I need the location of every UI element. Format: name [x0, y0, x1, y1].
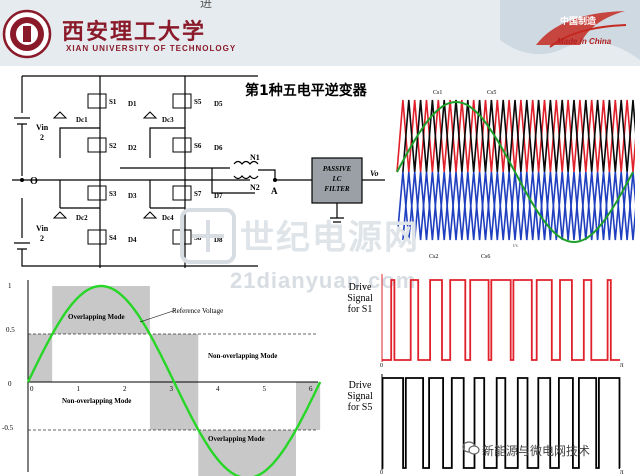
y-tick-1: 1: [8, 282, 12, 290]
x-tick-3: 3: [170, 385, 174, 393]
diode-label-d1: D1: [128, 100, 137, 108]
footer-account-name: 新能源与微电网技术: [482, 444, 591, 458]
carrier-reference-sine: [396, 100, 634, 244]
transformer-n1-label: N1: [250, 153, 260, 162]
switch-label-s2: S2: [109, 142, 117, 150]
non-overlapping-mode-right-label: Non-overlapping Mode: [208, 352, 277, 360]
node-o-label: O: [30, 176, 38, 187]
made-in-china-en: Made in China: [557, 37, 612, 46]
clamp-diode-label-dc1: Dc1: [76, 116, 88, 124]
drive-s1-x-start: 0: [380, 363, 383, 369]
watermark-logo: [180, 208, 236, 264]
ref-label-pointer: [139, 309, 177, 323]
drive-s5-waveform: [381, 377, 621, 469]
watermark-en: 21dianyuan.com: [230, 268, 417, 293]
node-a-label: A: [271, 186, 278, 196]
x-tick-5: 5: [263, 385, 267, 393]
non-overlapping-mode-left-label: Non-overlapping Mode: [62, 397, 131, 405]
transformer-n2-label: N2: [250, 183, 260, 192]
university-name-cn: 西安理工大学: [62, 19, 207, 45]
switch-label-s4: S4: [109, 234, 117, 242]
carrier-label-cs1: Cs1: [433, 90, 442, 96]
drive-s1-label-line2: Signal: [347, 293, 373, 304]
drive-s1-label: Drive Signal for S1: [338, 282, 382, 315]
vin-bottom-den: 2: [40, 234, 44, 243]
switch-label-s6: S6: [194, 142, 202, 150]
slide-header: 进 西安理工大学 XIAN UNIVERSITY OF TECHNOLOGY 中…: [0, 0, 640, 66]
overlap-region-bottom: [198, 430, 296, 476]
carrier-cs6-wave: [402, 171, 635, 241]
switch-label-s7: S7: [194, 190, 202, 198]
watermark-cn: 世纪电源网: [240, 218, 420, 258]
x-tick-1: 1: [77, 385, 81, 393]
diode-label-d7: D7: [214, 192, 223, 200]
filter-label-3: FILTER: [324, 185, 349, 193]
overlapping-mode-plot: Reference Voltage Overlapping Mode Overl…: [2, 280, 322, 476]
y-tick-0-5: 0.5: [6, 326, 15, 334]
wechat-icon: [462, 441, 480, 455]
drive-s5-label-line1: Drive: [348, 380, 372, 391]
drive-s1-x-end: π: [620, 361, 624, 369]
vin-bottom-label: Vin: [36, 224, 49, 233]
carrier-waveform-plot: Cs1 Cs5 Cs2 Cs6 t/s: [395, 82, 635, 262]
reference-sine-curve: [26, 284, 322, 476]
drive-s5-label: Drive Signal for S5: [338, 380, 382, 413]
diode-label-d3: D3: [128, 192, 137, 200]
carrier-label-cs6: Cs6: [481, 254, 490, 260]
drive-s1-label-line3: for S1: [347, 304, 373, 315]
clamp-diode-label-dc2: Dc2: [76, 214, 88, 222]
drive-s5-x-start: 0: [380, 470, 383, 476]
carrier-cs5-wave: [402, 99, 635, 173]
filter-label-1: PASSIVE: [323, 165, 352, 173]
diode-label-d2: D2: [128, 144, 137, 152]
drive-s1-waveform: [382, 279, 620, 361]
switch-label-s3: S3: [109, 190, 117, 198]
switch-label-s1: S1: [109, 98, 117, 106]
clamp-diode-label-dc4: Dc4: [162, 214, 174, 222]
y-tick-neg-0-5: -0.5: [2, 424, 14, 432]
drive-s5-label-line3: for S5: [347, 402, 373, 413]
drive-signal-plot: 0 π 0 π: [380, 274, 624, 476]
vin-top-den: 2: [40, 133, 44, 142]
carrier-label-cs5: Cs5: [487, 90, 496, 96]
diode-label-d5: D5: [214, 100, 223, 108]
carrier-x-axis-label: t/s: [513, 244, 518, 249]
x-tick-2: 2: [123, 385, 127, 393]
diode-label-d6: D6: [214, 144, 223, 152]
overlapping-mode-bottom-label: Overlapping Mode: [208, 435, 265, 443]
y-tick-0: 0: [8, 380, 12, 388]
drive-s5-label-line2: Signal: [347, 391, 373, 402]
x-tick-0: 0: [30, 385, 34, 393]
switch-label-s5: S5: [194, 98, 202, 106]
made-in-china-cn: 中国制造: [560, 17, 597, 27]
x-tick-6: 6: [309, 385, 313, 393]
university-name-en: XIAN UNIVERSITY OF TECHNOLOGY: [66, 44, 237, 53]
made-in-china-logo: [536, 11, 627, 48]
output-voltage-label: Vo: [370, 169, 378, 178]
diode-label-d4: D4: [128, 236, 137, 244]
drive-s1-label-line1: Drive: [348, 282, 372, 293]
drive-s5-x-end: π: [620, 468, 624, 476]
clamp-diode-label-dc3: Dc3: [162, 116, 174, 124]
filter-label-2: LC: [332, 175, 342, 183]
overlapping-mode-top-label: Overlapping Mode: [68, 313, 125, 321]
slide-title: 第1种五电平逆变器: [245, 83, 367, 99]
reference-voltage-label: Reference Voltage: [172, 307, 223, 315]
carrier-label-cs2: Cs2: [429, 254, 438, 260]
top-char: 进: [200, 0, 213, 10]
vin-top-label: Vin: [36, 123, 49, 132]
diode-label-d8: D8: [214, 236, 223, 244]
university-logo: [2, 9, 52, 59]
x-tick-4: 4: [216, 385, 220, 393]
